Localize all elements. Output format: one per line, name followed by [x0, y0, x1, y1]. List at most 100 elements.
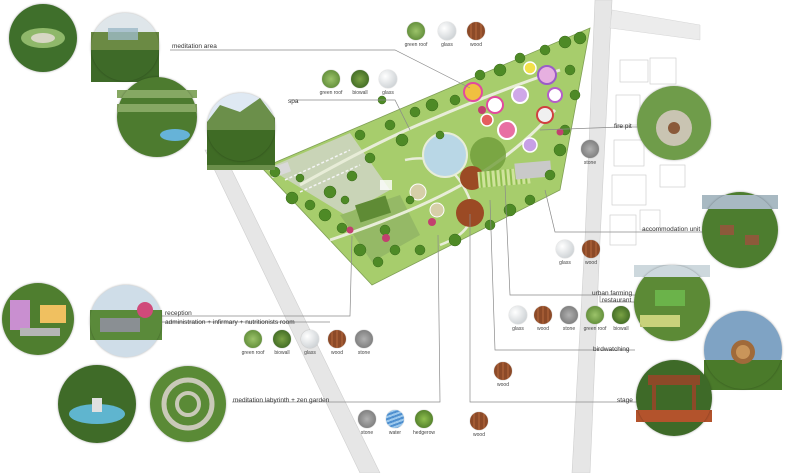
label-meditation-area: meditation area [172, 43, 217, 50]
photo-labyrinth-1 [58, 365, 136, 443]
swatch-label: water [388, 430, 402, 436]
swatch-label: biowall [274, 350, 290, 356]
label-administration: administration + infirmary + nutritionis… [165, 319, 295, 326]
photo-birdwatching-content [704, 311, 782, 390]
swatch-glass [556, 240, 574, 258]
photo-birdwatching [704, 311, 782, 389]
swatch-green-roof [586, 306, 604, 324]
mat-accommodation-glass: glass [552, 240, 578, 266]
swatch-wood [328, 330, 346, 348]
swatch-label: glass [304, 350, 316, 356]
swatch-label: glass [382, 90, 394, 96]
label-spa: spa [288, 98, 299, 105]
mat-farming-green-roof: green roof [582, 306, 608, 332]
swatch-label: glass [512, 326, 524, 332]
swatch-label: wood [537, 326, 549, 332]
mat-reception-wood: wood [324, 330, 350, 356]
swatch-label: stone [357, 350, 371, 356]
mat-labyrinth-stone: stone [354, 410, 380, 436]
swatch-glass [509, 306, 527, 324]
photo-stage-content [636, 360, 712, 436]
mat-farming-glass: glass [505, 306, 531, 332]
swatch-stone [355, 330, 373, 348]
swatch-label: glass [441, 42, 453, 48]
swatch-label: green roof [583, 326, 607, 332]
swatch-biowall [351, 70, 369, 88]
label-accommodation-unit: accommodation unit [642, 226, 701, 233]
swatch-label: green roof [241, 350, 265, 356]
mat-reception-stone: stone [351, 330, 377, 356]
swatch-label: wood [497, 382, 509, 388]
mat-labyrinth-hedgerow: hedgerow [411, 410, 437, 436]
photo-meditation-1 [9, 4, 77, 72]
swatch-green-roof [244, 330, 262, 348]
mat-accommodation-wood: wood [578, 240, 604, 266]
photo-spa-1-content [117, 77, 197, 157]
photo-fire-pit [637, 86, 711, 160]
swatch-label: stone [583, 160, 597, 166]
swatch-label: stone [360, 430, 374, 436]
photo-accommodation-unit [702, 192, 778, 268]
mat-top-green-roof: green roof [403, 22, 429, 48]
label-restaurant: restaurant [602, 297, 632, 304]
swatch-wood [582, 240, 600, 258]
swatch-hedgerow [415, 410, 433, 428]
leader-lines [162, 49, 705, 403]
swatch-label: biowall [352, 90, 368, 96]
swatch-label: wood [470, 42, 482, 48]
mat-spa-green-roof: green roof [318, 70, 344, 96]
photo-spa-1 [117, 77, 197, 157]
label-labyrinth: meditation labyrinth + zen garden [233, 397, 330, 404]
photo-contents [2, 4, 782, 443]
swatch-biowall [612, 306, 630, 324]
photo-meditation-1-content [9, 4, 77, 72]
mat-labyrinth-water: water [382, 410, 408, 436]
mat-firepit-stone: stone [577, 140, 603, 166]
label-stage: stage [617, 397, 633, 404]
swatch-label: biowall [613, 326, 629, 332]
mat-farming-biowall: biowall [608, 306, 634, 332]
mat-farming-wood: wood [530, 306, 556, 332]
swatch-biowall [273, 330, 291, 348]
photo-labyrinth-2-content [150, 366, 226, 442]
swatch-label: wood [585, 260, 597, 266]
photo-accommodation-content [702, 192, 778, 268]
swatch-label: green roof [404, 42, 428, 48]
swatch-label: green roof [319, 90, 343, 96]
mat-spa-biowall: biowall [347, 70, 373, 96]
swatch-stone [560, 306, 578, 324]
photo-urban-farming-content [634, 265, 710, 341]
label-fire-pit: fire pit [614, 123, 632, 130]
swatch-glass [438, 22, 456, 40]
photo-reception-2 [90, 285, 162, 357]
photo-labyrinth-1-content [58, 365, 136, 443]
mat-top-wood: wood [463, 22, 489, 48]
photo-firepit-content [637, 86, 711, 160]
swatch-label: wood [331, 350, 343, 356]
pink-trees [346, 106, 564, 242]
swatch-green-roof [322, 70, 340, 88]
photo-stage [636, 360, 712, 436]
flower-gardens [463, 61, 563, 153]
photo-spa-2 [207, 93, 275, 161]
neighbouring-buildings [609, 57, 686, 246]
swatch-glass [301, 330, 319, 348]
photo-labyrinth-2 [150, 366, 226, 442]
swatch-glass [379, 70, 397, 88]
swatch-wood [494, 362, 512, 380]
swatch-wood [467, 22, 485, 40]
swatch-label: stone [562, 326, 576, 332]
park-site [261, 27, 591, 286]
swatch-label: glass [559, 260, 571, 266]
mat-reception-glass: glass [297, 330, 323, 356]
photo-reception-1-content [2, 283, 74, 355]
label-birdwatching: birdwatching [593, 346, 630, 353]
photo-reception-2-content [90, 285, 162, 357]
swatch-wood [534, 306, 552, 324]
photo-urban-farming [634, 265, 710, 341]
swatch-green-roof [407, 22, 425, 40]
label-urban-farming: urban farming [592, 290, 633, 297]
roads [204, 0, 701, 473]
